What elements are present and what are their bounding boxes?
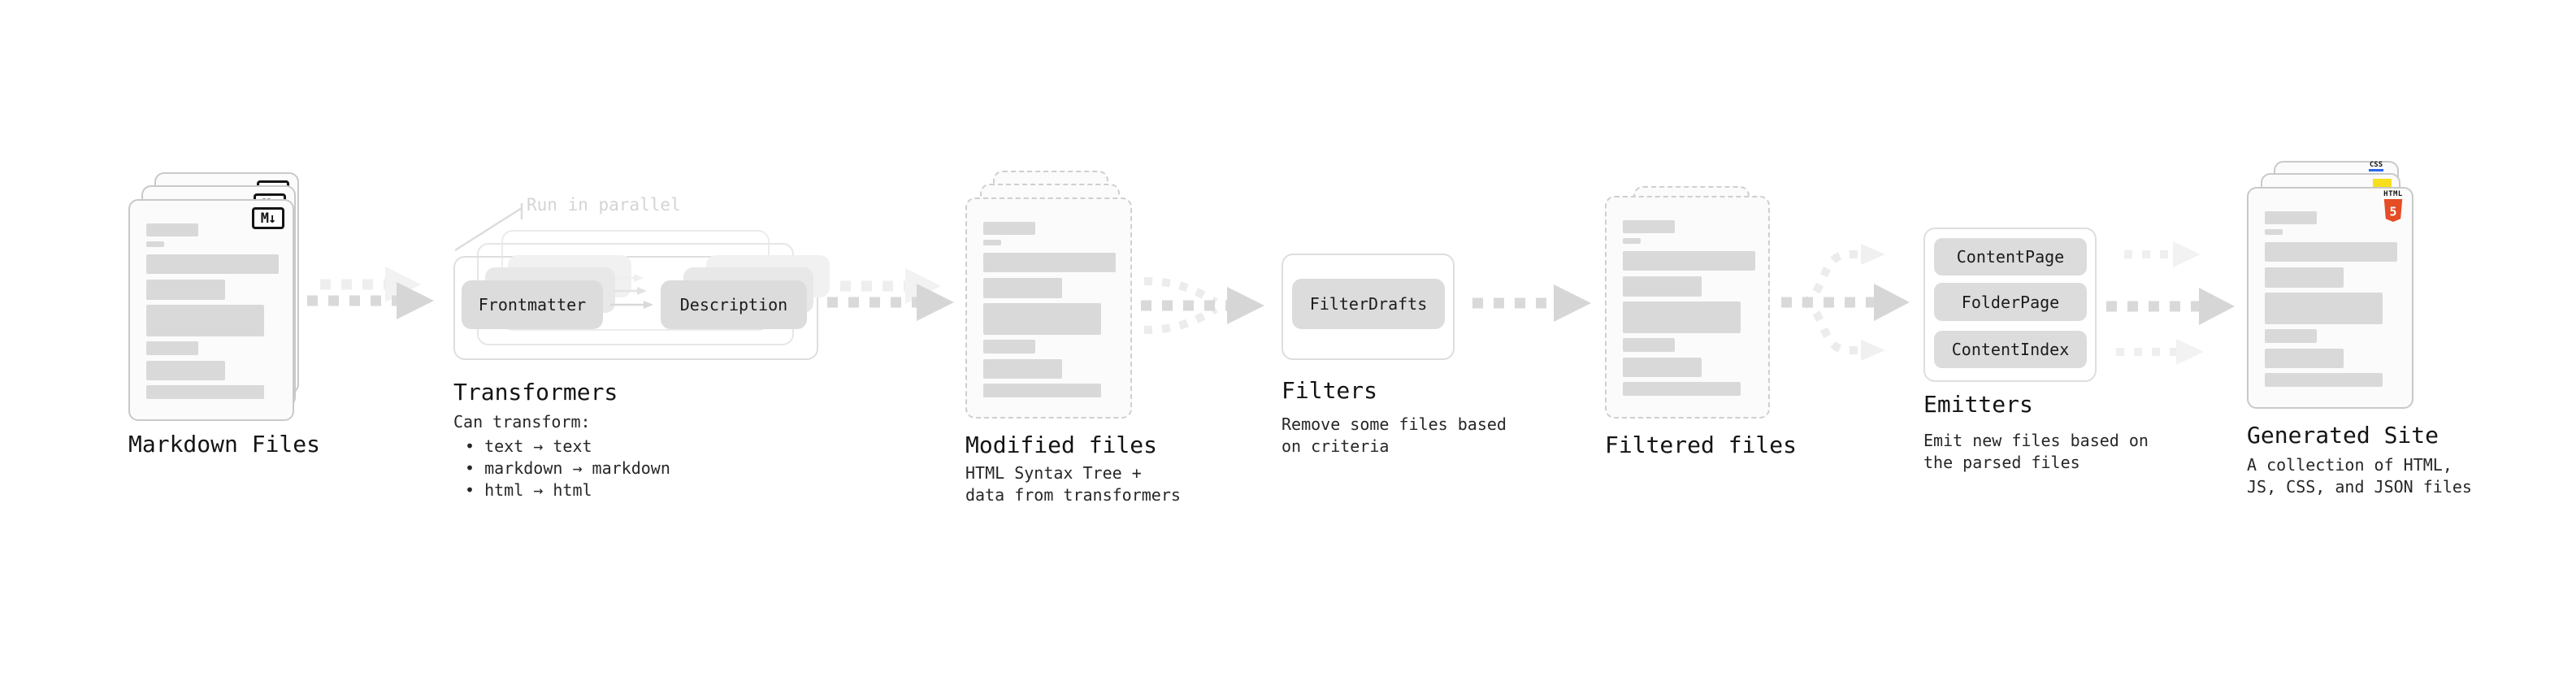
stage-label-transformers: Transformers	[453, 379, 618, 406]
placeholder-bar	[146, 341, 198, 355]
placeholder-bar	[983, 340, 1035, 354]
stage-label-filters: Filters	[1281, 377, 1378, 404]
placeholder-bar	[983, 278, 1062, 298]
desc-line: on criteria	[1281, 436, 1390, 456]
arrow-emitters-top	[2124, 241, 2201, 267]
desc-bullet: html → html	[453, 479, 670, 501]
desc-line: the parsed files	[1923, 453, 2080, 472]
placeholder-bar	[2265, 267, 2344, 288]
run-in-parallel-annotation: Run in parallel	[527, 195, 681, 215]
emitter-contentindex: ContentIndex	[1934, 331, 2087, 368]
css-icon-underline	[2369, 169, 2383, 171]
desc-line: HTML Syntax Tree +	[965, 463, 1142, 483]
arrow-emitters-middle	[2106, 288, 2235, 325]
placeholder-bar	[1623, 220, 1675, 233]
css-icon-label: CSS	[2369, 161, 2383, 169]
site-doc-html	[2247, 187, 2413, 409]
emitter-folderpage: FolderPage	[1934, 283, 2087, 321]
placeholder-bar	[2265, 242, 2397, 262]
placeholder-bar	[1623, 238, 1641, 244]
html5-icon: HTML 5	[2382, 191, 2405, 222]
desc-line: data from transformers	[965, 485, 1181, 505]
placeholder-bar	[1623, 251, 1755, 271]
parallel-mini-arrows	[610, 274, 653, 309]
placeholder-bar	[983, 303, 1101, 335]
svg-text:5: 5	[2390, 205, 2397, 219]
annotation-callout-line	[454, 203, 523, 252]
css-icon: CSS	[2366, 162, 2386, 171]
arrow-transformers-to-modified	[827, 268, 954, 321]
arrow-markdown-to-transformers	[307, 267, 434, 319]
emitter-contentpage: ContentPage	[1934, 238, 2087, 275]
stage-desc-modified-files: HTML Syntax Tree + data from transformer…	[965, 462, 1181, 506]
placeholder-bar	[1623, 382, 1741, 396]
placeholder-bar	[146, 280, 225, 300]
stage-label-filtered-files: Filtered files	[1605, 432, 1798, 458]
desc-line: JS, CSS, and JSON files	[2247, 477, 2472, 497]
stage-desc-generated-site: A collection of HTML, JS, CSS, and JSON …	[2247, 454, 2472, 498]
placeholder-bar	[983, 384, 1101, 397]
arrow-filters-to-filtered	[1472, 284, 1591, 322]
filtered-doc-front	[1605, 196, 1770, 419]
markdown-doc-front: M↓	[128, 199, 294, 421]
desc-line: Remove some files based	[1281, 414, 1507, 434]
placeholder-bar	[2265, 349, 2344, 368]
placeholder-bar	[2265, 329, 2317, 343]
stage-label-emitters: Emitters	[1923, 391, 2033, 418]
placeholder-bar	[2265, 373, 2383, 387]
stage-label-markdown-files: Markdown Files	[128, 431, 321, 458]
desc-bullet: markdown → markdown	[453, 458, 670, 479]
placeholder-bar	[146, 223, 198, 236]
placeholder-bar	[2265, 229, 2283, 235]
placeholder-bar	[1623, 276, 1702, 297]
placeholder-bar	[983, 253, 1116, 272]
placeholder-bar	[146, 241, 164, 247]
placeholder-bar	[1623, 301, 1741, 333]
placeholder-bar	[146, 305, 264, 336]
placeholder-bar	[1623, 338, 1675, 352]
filter-filterdrafts: FilterDrafts	[1292, 279, 1445, 329]
html5-icon-label: HTML	[2383, 190, 2403, 198]
stage-desc-transformers: Can transform: text → text markdown → ma…	[453, 411, 670, 501]
stage-desc-emitters: Emit new files based on the parsed files	[1923, 430, 2149, 474]
arrow-emitters-bottom	[2116, 339, 2204, 365]
placeholder-bar	[146, 361, 225, 380]
stage-desc-filters: Remove some files based on criteria	[1281, 414, 1507, 458]
transformer-description: Description	[661, 280, 807, 329]
stage-label-generated-site: Generated Site	[2247, 422, 2439, 449]
placeholder-bar	[146, 254, 279, 274]
placeholder-bar	[1623, 358, 1702, 377]
desc-line: Can transform:	[453, 412, 591, 432]
modified-doc-front	[965, 197, 1132, 419]
placeholder-bar	[2265, 293, 2383, 324]
placeholder-bar	[146, 385, 264, 399]
placeholder-bar	[983, 222, 1035, 235]
desc-bullet: text → text	[453, 436, 670, 458]
arrow-modified-to-filters	[1141, 277, 1264, 334]
desc-line: Emit new files based on	[1923, 431, 2149, 450]
markdown-icon: M↓	[252, 207, 284, 229]
placeholder-bar	[983, 240, 1001, 245]
placeholder-bar	[983, 359, 1062, 379]
desc-line: A collection of HTML,	[2247, 455, 2452, 475]
arrow-filtered-to-emitters	[1781, 244, 1910, 361]
transformers-frame-front	[453, 256, 818, 360]
placeholder-bar	[2265, 211, 2317, 224]
transformer-frontmatter: Frontmatter	[462, 280, 603, 329]
stage-label-modified-files: Modified files	[965, 432, 1158, 458]
